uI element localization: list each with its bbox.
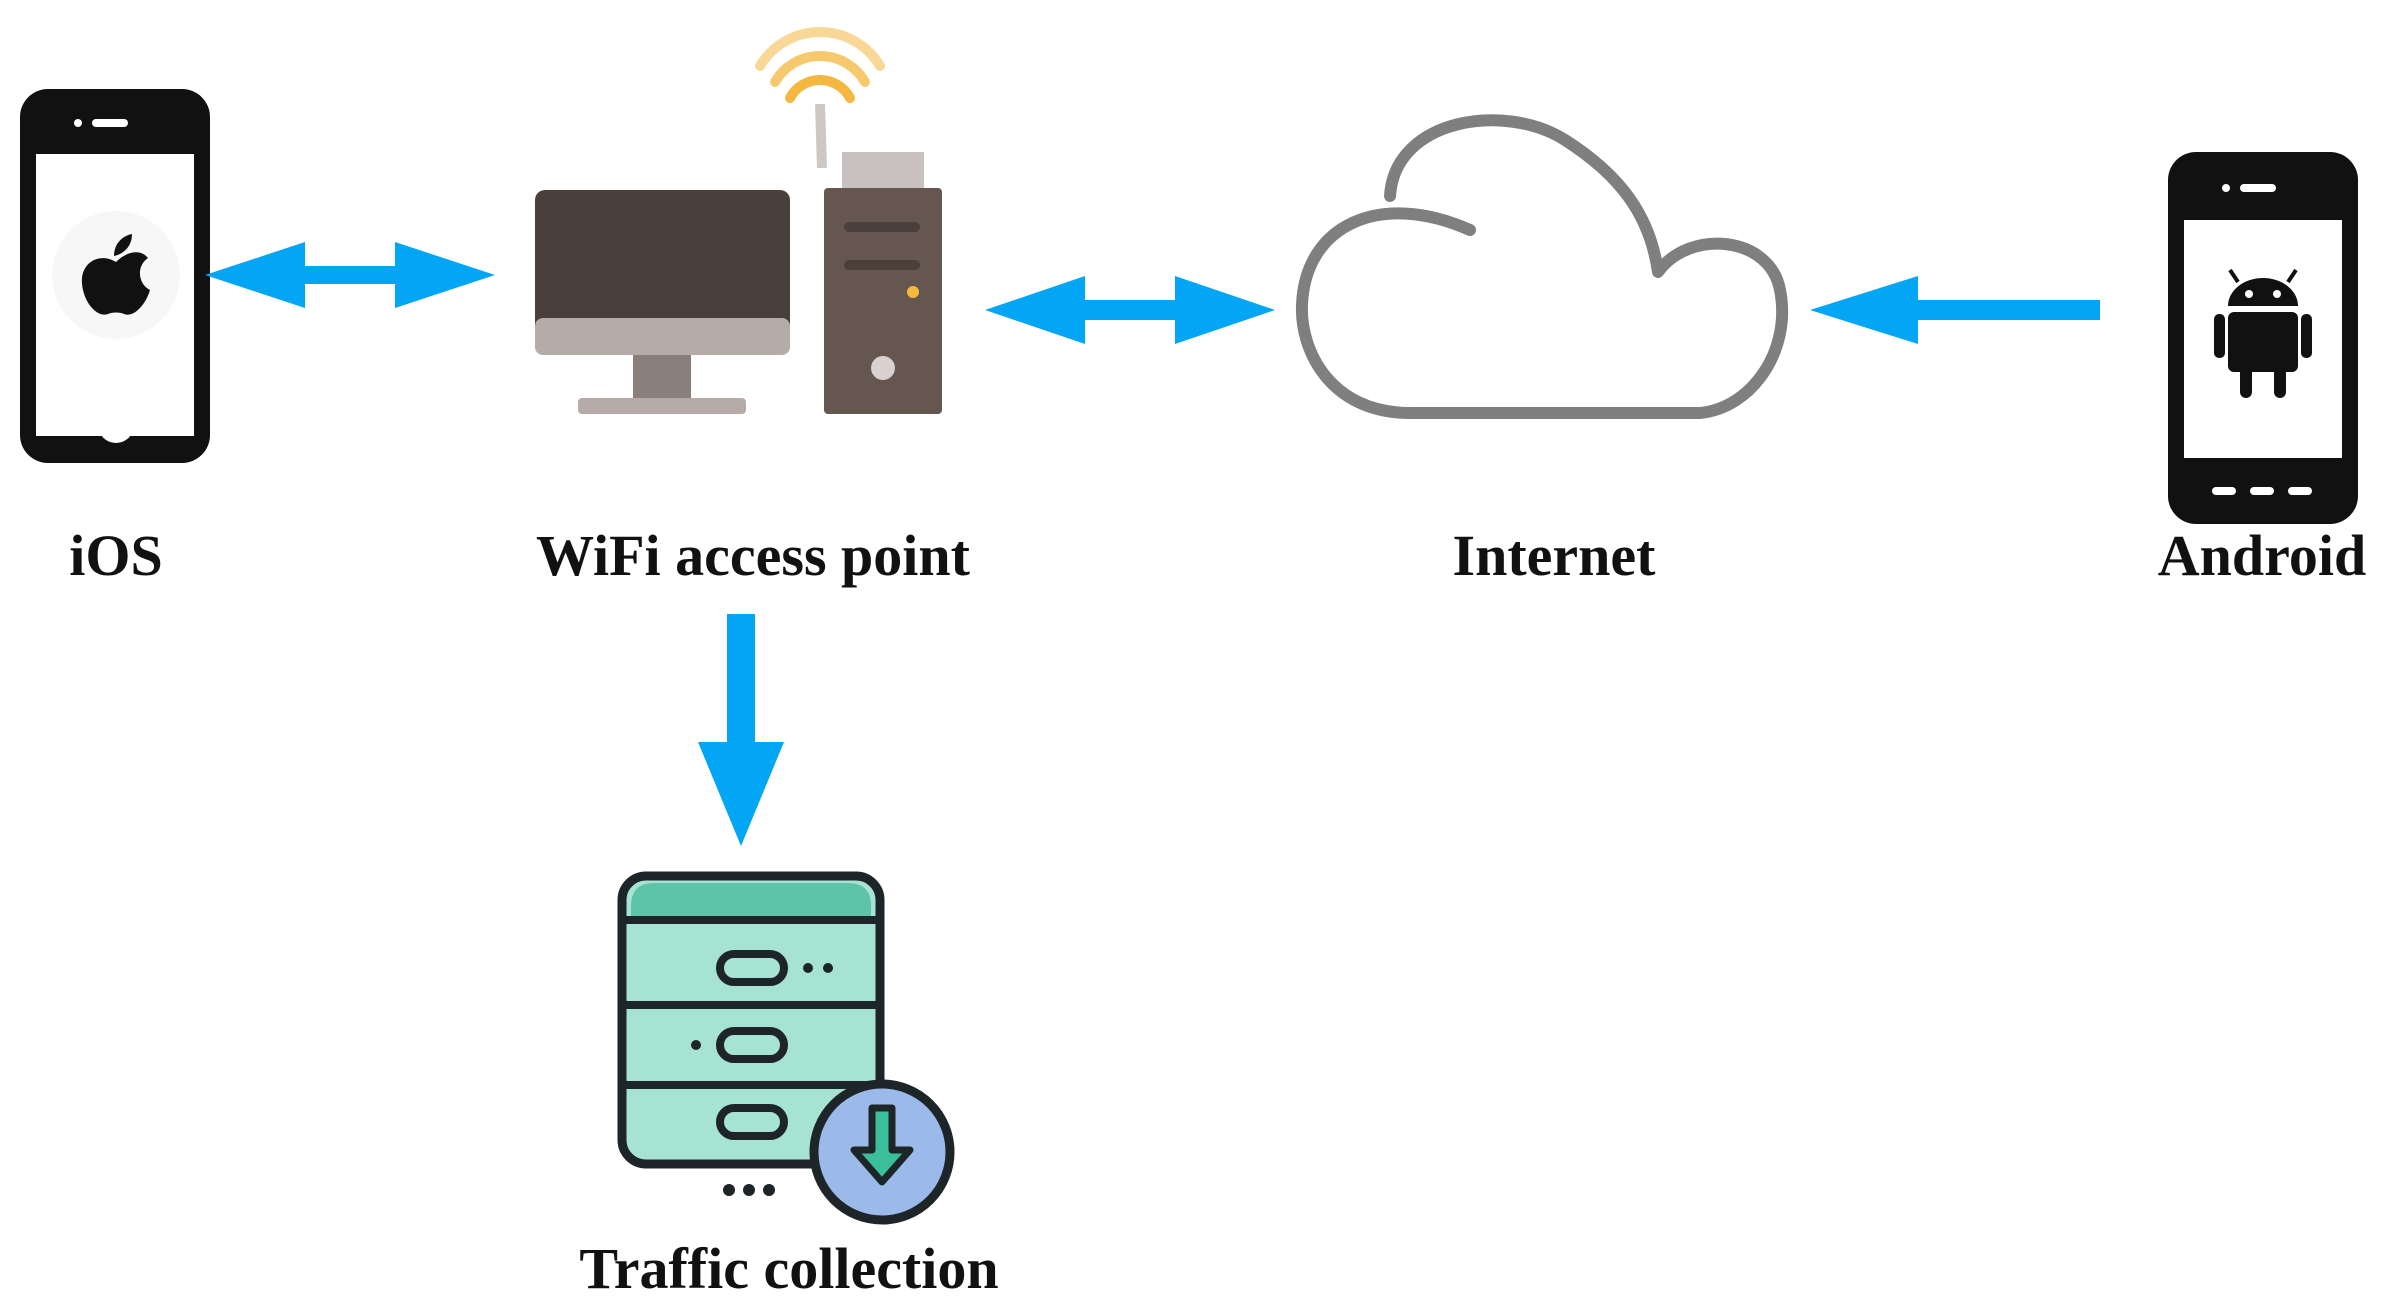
wifi-signal-icon xyxy=(755,27,885,103)
traffic-collection-label: Traffic collection xyxy=(579,1236,999,1301)
arrow-ios-wifi xyxy=(205,242,495,308)
server-download-icon xyxy=(617,871,955,1225)
ios-phone-icon xyxy=(20,89,210,463)
wifi-access-point-label: WiFi access point xyxy=(536,523,970,588)
arrow-android-internet xyxy=(1810,276,2100,344)
arrow-wifi-internet xyxy=(985,276,1275,344)
desktop-computer-icon xyxy=(535,27,942,414)
internet-label: Internet xyxy=(1452,523,1656,588)
arrow-wifi-traffic xyxy=(698,614,784,846)
android-icon xyxy=(2214,268,2312,398)
download-icon xyxy=(809,1079,955,1225)
android-label: Android xyxy=(2157,523,2367,588)
android-phone-icon xyxy=(2168,152,2358,524)
apple-icon xyxy=(81,234,150,315)
cloud-icon xyxy=(1295,114,1789,419)
ios-label: iOS xyxy=(69,523,163,588)
